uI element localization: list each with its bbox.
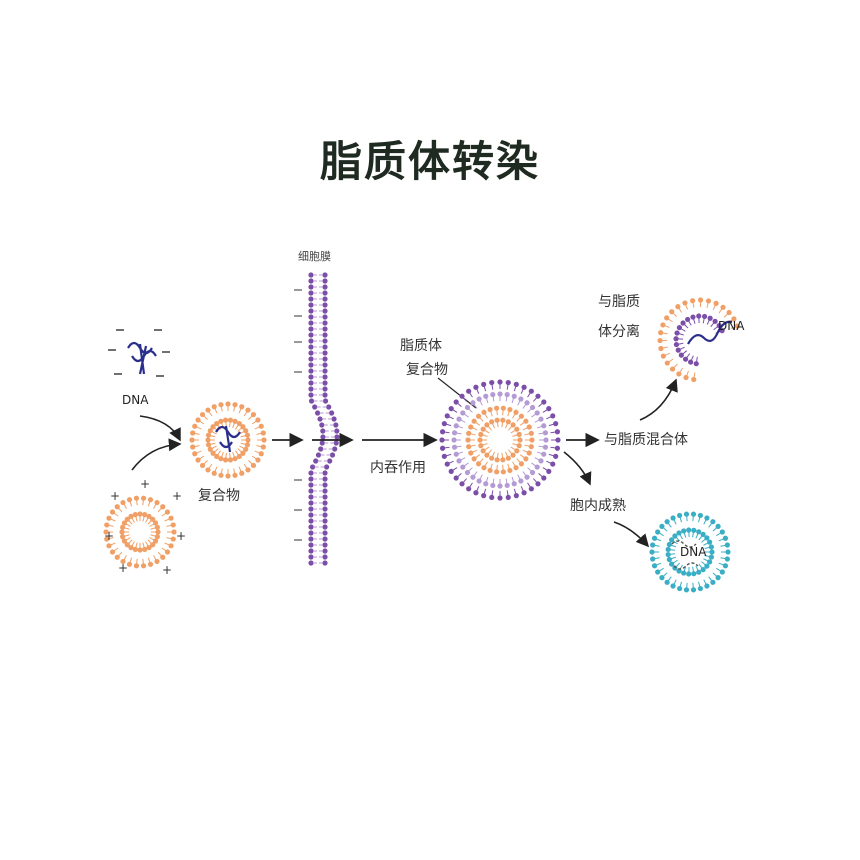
page-title: 脂质体转染	[319, 137, 540, 186]
svg-text:+: +	[172, 489, 182, 503]
arrow-liposome-to-complex	[131, 438, 182, 471]
mature-liposome	[649, 511, 731, 593]
endocytosis-label: 内吞作用	[370, 460, 426, 476]
separate-label-line1: 与脂质	[598, 294, 640, 310]
svg-text:+: +	[162, 563, 172, 577]
final-dna-label: DNA	[680, 545, 707, 559]
separate-label-line2: 体分离	[598, 323, 640, 340]
membrane-label: 细胞膜	[298, 250, 331, 263]
arrow-to-final	[613, 521, 650, 548]
arrow-to-maturation	[563, 451, 592, 486]
released-dna-strand	[687, 320, 733, 345]
liposome-complex-label-line1: 脂质体	[400, 338, 442, 354]
pointer-line	[437, 377, 477, 409]
endosome-liposome-complex	[439, 379, 561, 501]
svg-text:+: +	[176, 529, 186, 543]
fuse-label: 与脂质混合体	[604, 432, 688, 448]
dna-label: DNA	[122, 393, 149, 407]
mature-label: 胞内成熟	[570, 498, 626, 514]
svg-text:+: +	[110, 489, 120, 503]
svg-text:+: +	[104, 529, 114, 543]
cell-membrane	[294, 272, 340, 566]
released-dna-label: DNA	[718, 319, 745, 333]
free-dna: DNA	[108, 329, 170, 407]
svg-text:+: +	[118, 561, 128, 575]
dna-liposome-complex	[189, 401, 267, 479]
liposome-complex-label-line2: 复合物	[406, 361, 448, 378]
complex-label: 复合物	[198, 487, 240, 504]
liposome-small: + + + + + + +	[103, 477, 186, 577]
arrow-to-separation	[639, 378, 678, 421]
separated-liposome-fragment	[657, 297, 741, 383]
svg-text:+: +	[140, 477, 150, 491]
arrow-dna-to-complex	[139, 415, 181, 442]
